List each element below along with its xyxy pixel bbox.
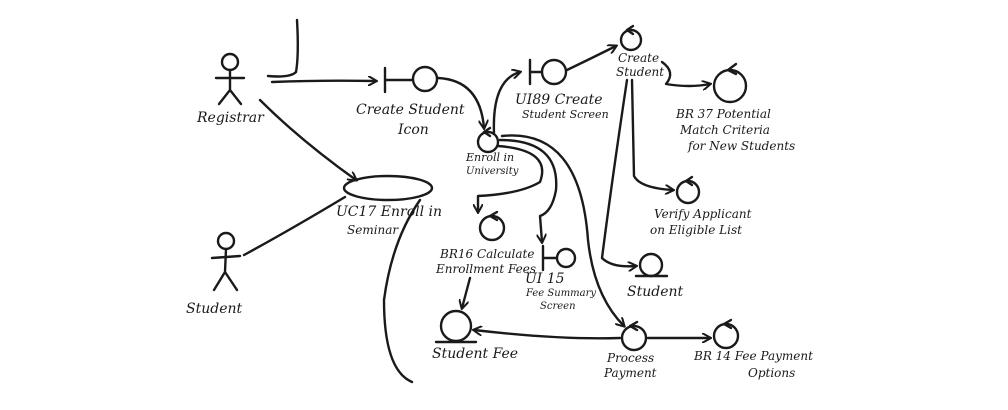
enroll-to-ui15-arrow — [498, 138, 558, 242]
br-fee-label-line2: Options — [748, 366, 795, 380]
br37-label-line3: for New Students — [687, 139, 795, 153]
create-student-label-line1: Create — [618, 51, 659, 65]
create-student-control: Create Student — [616, 24, 664, 79]
process-label-line1: Process — [606, 351, 654, 365]
student-to-uc17-line — [242, 195, 347, 257]
ui89-label-line2: Student Screen — [522, 108, 609, 121]
br16-control: BR16 Calculate Enrollment Fees — [435, 210, 536, 276]
uc17-loop — [382, 198, 422, 384]
create-student-icon-label-line1: Create Student — [356, 102, 465, 118]
enroll-to-br16-arrow — [478, 144, 544, 212]
student-actor: Student — [186, 231, 242, 317]
br16-to-fee-arrow — [462, 276, 472, 308]
student-fee-entity: Student Fee — [432, 309, 518, 362]
create-to-student-arrow — [600, 78, 636, 266]
ui15-label-line2: Fee Summary — [525, 288, 596, 299]
create-to-verify-arrow — [630, 78, 673, 190]
student-actor-label: Student — [186, 301, 242, 317]
bracket-stroke — [266, 18, 299, 78]
student-entity: Student — [627, 252, 683, 300]
icon-to-enroll-arrow — [436, 76, 484, 128]
ui89-label-line1: UI89 Create — [515, 92, 603, 108]
br-fee-control: BR 14 Fee Payment Options — [693, 318, 813, 380]
ui15-label-line1: UI 15 — [525, 271, 565, 287]
student-fee-label: Student Fee — [432, 346, 518, 362]
verify-applicant-control: Verify Applicant on Eligible List — [650, 175, 752, 237]
br-fee-label-line1: BR 14 Fee Payment — [693, 349, 813, 363]
registrar-actor: Registrar — [196, 52, 265, 126]
enroll-to-ui89-arrow — [492, 72, 520, 135]
enroll-label-line1: Enroll in — [465, 151, 514, 164]
ui15-label-line3: Screen — [540, 301, 576, 312]
br37-label-line2: Match Criteria — [679, 123, 770, 137]
ucm17-label-line2: Seminar — [347, 223, 399, 237]
ucm17-label-line1: UC17 Enroll in — [336, 204, 442, 220]
registrar-label: Registrar — [196, 110, 265, 126]
process-to-fee-arrow — [474, 330, 622, 340]
process-payment-control: Process Payment — [603, 320, 657, 380]
registrar-to-uc17-arrow — [258, 98, 356, 180]
student-entity-label: Student — [627, 284, 683, 300]
br16-label-line1: BR16 Calculate — [439, 247, 534, 261]
br37-label-line1: BR 37 Potential — [675, 107, 771, 121]
verify-label-line2: on Eligible List — [650, 223, 742, 237]
ui15-boundary: UI 15 Fee Summary Screen — [525, 244, 596, 312]
registrar-to-icon-arrow — [270, 81, 376, 82]
process-label-line2: Payment — [603, 366, 657, 380]
verify-label-line1: Verify Applicant — [654, 207, 752, 221]
create-to-br37-arrow — [660, 60, 710, 86]
br16-label-line2: Enrollment Fees — [435, 262, 536, 276]
ui89-to-create-arrow — [565, 46, 616, 72]
enroll-label-line2: University — [466, 166, 519, 177]
ui89-boundary: UI89 Create Student Screen — [515, 58, 609, 121]
connectors — [242, 46, 710, 384]
br37-control: BR 37 Potential Match Criteria for New S… — [675, 62, 795, 153]
ucm17-use-case: UC17 Enroll in Seminar — [336, 174, 442, 237]
enroll-to-process-arrow — [500, 134, 624, 326]
create-student-label-line2: Student — [616, 65, 664, 79]
create-student-icon-boundary: Create Student Icon — [356, 65, 465, 138]
create-student-icon-label-line2: Icon — [397, 122, 429, 138]
